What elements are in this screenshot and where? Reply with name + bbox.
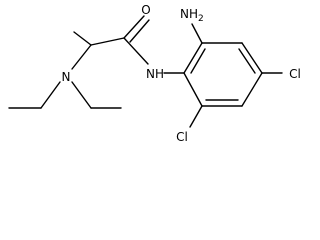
bond-carbonyl-o-2 — [129, 19, 150, 43]
bond-ring-nh2 — [191, 23, 203, 44]
ring-double-c1-c2 — [190, 48, 206, 74]
atom-o: O — [141, 3, 150, 17]
bond-calpha-carbonyl — [90, 37, 125, 46]
atom-cl-ortho: Cl — [176, 130, 188, 144]
atom-cl-para: Cl — [289, 67, 301, 81]
ring-bond-c1-c2 — [183, 42, 203, 74]
ring-bond-c4-c5 — [241, 72, 263, 107]
ring-bond-c6-c1 — [183, 72, 203, 107]
bond-calpha-n — [71, 44, 92, 70]
bond-n-ethyl1-a — [40, 81, 61, 109]
structure-diagram: O NH2 NH N Cl Cl — [8, 3, 301, 144]
bond-ring-cl-ortho — [189, 105, 203, 128]
ring-bond-c3-c4 — [241, 42, 263, 74]
bond-carbonyl-nh — [123, 37, 149, 65]
bonds — [8, 15, 283, 128]
atom-nh2-subscript: 2 — [198, 14, 204, 24]
atom-labels: O NH2 NH N Cl Cl — [62, 3, 301, 144]
atom-n: N — [62, 70, 71, 84]
bond-methyl-calpha — [73, 31, 92, 46]
bond-carbonyl-o-1 — [123, 15, 145, 39]
atom-nh2: NH2 — [180, 7, 204, 24]
atom-nh2-main: NH — [180, 7, 198, 21]
ring-double-c3-c4 — [238, 48, 256, 74]
bond-n-ethyl2-a — [71, 81, 92, 109]
atom-nh: NH — [146, 67, 164, 81]
